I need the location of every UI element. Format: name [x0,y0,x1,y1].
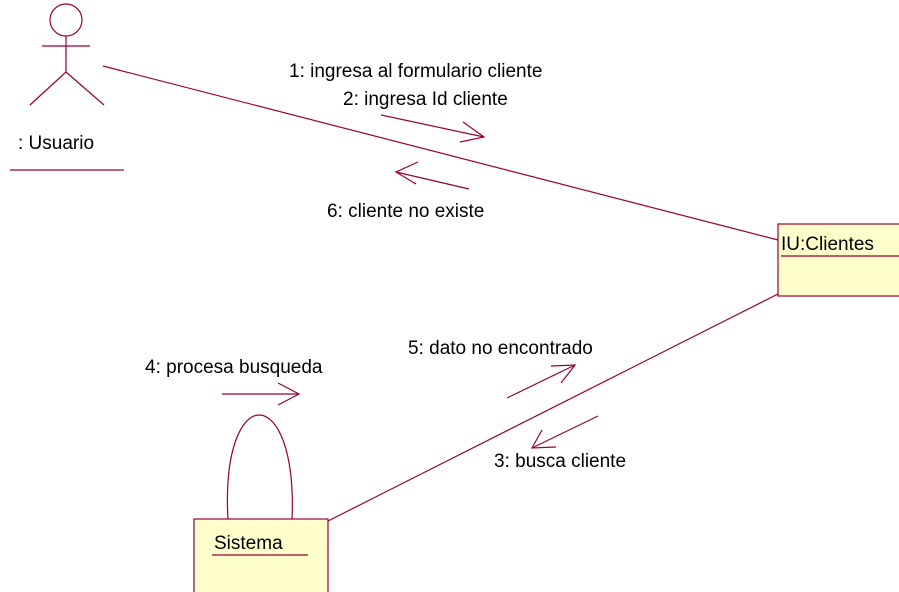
message-arrow-to-sistema [530,415,599,449]
message-5-label: 5: dato no encontrado [408,338,593,359]
message-6-label: 6: cliente no existe [327,201,484,222]
actor-usuario[interactable]: : Usuario [10,3,124,171]
object-iu-clientes[interactable]: IU:Clientes [777,223,899,297]
link-sistema-clientes [327,293,779,522]
message-2-label: 2: ingresa Id cliente [343,89,508,110]
self-link-sistema [226,414,293,521]
stick-figure-actor-icon [29,3,105,106]
object-sistema[interactable]: Sistema [193,518,329,592]
object-sistema-label: Sistema [214,533,283,554]
message-arrow-to-clientes-from-sistema [506,364,577,399]
link-usuario-clientes [102,65,779,241]
message-1-label: 1: ingresa al formulario cliente [289,61,542,82]
message-4-label: 4: procesa busqueda [145,357,323,378]
message-arrow-to-usuario [394,161,470,190]
message-arrow-self-sistema [222,382,301,406]
object-iu-clientes-label: IU:Clientes [781,234,874,255]
object-iu-clientes-box [777,223,899,297]
message-3-label: 3: busca cliente [494,451,626,472]
actor-usuario-label: : Usuario [18,133,94,154]
message-arrow-to-clientes [380,114,486,143]
